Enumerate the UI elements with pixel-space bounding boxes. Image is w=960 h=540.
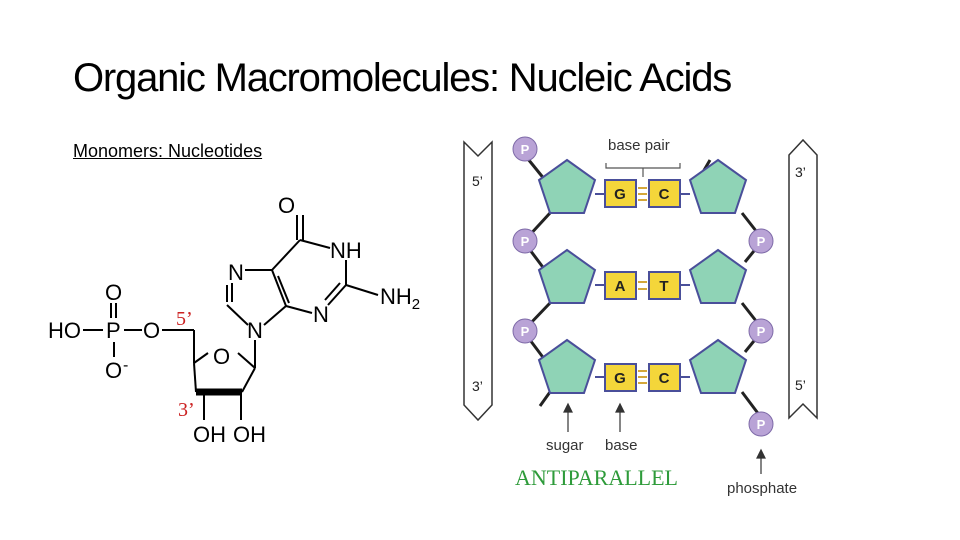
left-backbone-6 [538, 391, 552, 407]
phosphate-right-1 [748, 228, 774, 254]
left-strand-arrow [463, 140, 493, 422]
phosphate-left-1 [512, 136, 538, 162]
antiparallel-label: ANTIPARALLEL [515, 465, 678, 490]
slide-title: Organic Macromolecules: Nucleic Acids [73, 56, 732, 100]
phosphate-right-3 [748, 411, 774, 437]
base-g-3 [604, 363, 637, 392]
sugar-right-1 [688, 158, 748, 214]
phosphate-right-2 [748, 318, 774, 344]
phosphate-label-right-2: P [757, 324, 766, 339]
bond-ring-b [237, 352, 256, 369]
sugar-right-3 [688, 338, 748, 394]
base-pointer-head [615, 402, 625, 413]
phosphate-pointer-head [756, 448, 766, 459]
legend-sugar: sugar [546, 437, 584, 454]
phosphate-label-right-1: P [757, 234, 766, 249]
right-backbone-6 [740, 391, 762, 417]
phosphate-left-3 [512, 318, 538, 344]
base-a-2 [604, 271, 637, 300]
sugar-left-1 [537, 158, 597, 214]
five-prime-label: 5’ [176, 308, 193, 330]
atom-n-glycosidic: N [247, 318, 263, 343]
bond-py-a [271, 239, 301, 271]
atom-oh-right: OH [233, 422, 266, 447]
atom-ho: HO [48, 318, 81, 343]
atom-n-bottom: N [313, 302, 329, 327]
sugar-pointer-head [563, 402, 573, 413]
bond-im-a [226, 304, 249, 326]
left-backbone-1 [526, 158, 547, 181]
hbonds-2 [638, 281, 647, 290]
base-c-3 [648, 363, 681, 392]
hbonds-1 [638, 187, 647, 201]
base-pair-3 [595, 363, 690, 392]
left-arrow-bottom-label: 3’ [472, 378, 483, 394]
base-letter-c-3: C [659, 370, 670, 387]
atom-o-top: O [105, 280, 122, 305]
right-arrow-top-label: 3’ [795, 164, 806, 180]
bond-py-d2 [324, 282, 341, 301]
left-arrow-top-label: 5’ [472, 173, 483, 189]
right-arrow-bottom-label: 5’ [795, 377, 806, 393]
base-pair-2 [595, 271, 690, 300]
sugar-left-3 [537, 338, 597, 394]
phosphate-label-left-2: P [521, 234, 530, 249]
atom-nh: NH [330, 238, 362, 263]
base-letter-t-2: T [659, 278, 668, 295]
bond-im-e [263, 305, 287, 326]
atom-o-minus: O [105, 358, 122, 383]
hbonds-3 [638, 370, 647, 384]
legend-base: base [605, 437, 638, 454]
bond-py-d [327, 284, 347, 306]
legend-phosphate: phosphate [727, 480, 797, 497]
base-letter-g-1: G [614, 186, 626, 203]
phosphate-label-left-1: P [521, 142, 530, 157]
base-pair-bracket [605, 163, 681, 169]
atom-n-left: N [228, 260, 244, 285]
bond-py-f [277, 275, 290, 304]
bond-im-d [271, 269, 287, 307]
base-letter-g-3: G [614, 370, 626, 387]
bond-ring-c [241, 367, 256, 393]
atom-nh2: NH2 [380, 284, 420, 313]
nucleotide-atom-labels: O HO P O O - O O NH N N N NH2 OH OH [48, 193, 420, 447]
sugar-right-2 [688, 248, 748, 304]
atom-ring-o: O [213, 344, 230, 369]
bond-amine [345, 284, 379, 296]
base-pair-1 [595, 179, 690, 208]
base-letter-c-1: C [659, 186, 670, 203]
atom-o-right: O [143, 318, 160, 343]
three-prime-label: 3’ [178, 399, 195, 421]
atom-minus-charge: - [123, 357, 128, 374]
nucleotide-structure [83, 215, 379, 420]
slide-subtitle: Monomers: Nucleotides [73, 141, 263, 161]
bond-ring-a [193, 352, 209, 364]
sugar-left-2 [537, 248, 597, 304]
right-strand-arrow [788, 138, 818, 420]
phosphate-label-right-3: P [757, 417, 766, 432]
base-g-1 [604, 179, 637, 208]
bond-py-b [299, 239, 331, 249]
base-t-2 [648, 271, 681, 300]
base-c-1 [648, 179, 681, 208]
phosphate-left-2 [512, 228, 538, 254]
atom-carbonyl-o: O [278, 193, 295, 218]
atom-p: P [106, 318, 121, 343]
bond-ring-d [193, 362, 197, 393]
atom-oh-left: OH [193, 422, 226, 447]
bond-py-e [285, 305, 313, 314]
base-pair-label: base pair [608, 137, 670, 154]
base-letter-a-2: A [615, 278, 626, 295]
phosphate-label-left-3: P [521, 324, 530, 339]
